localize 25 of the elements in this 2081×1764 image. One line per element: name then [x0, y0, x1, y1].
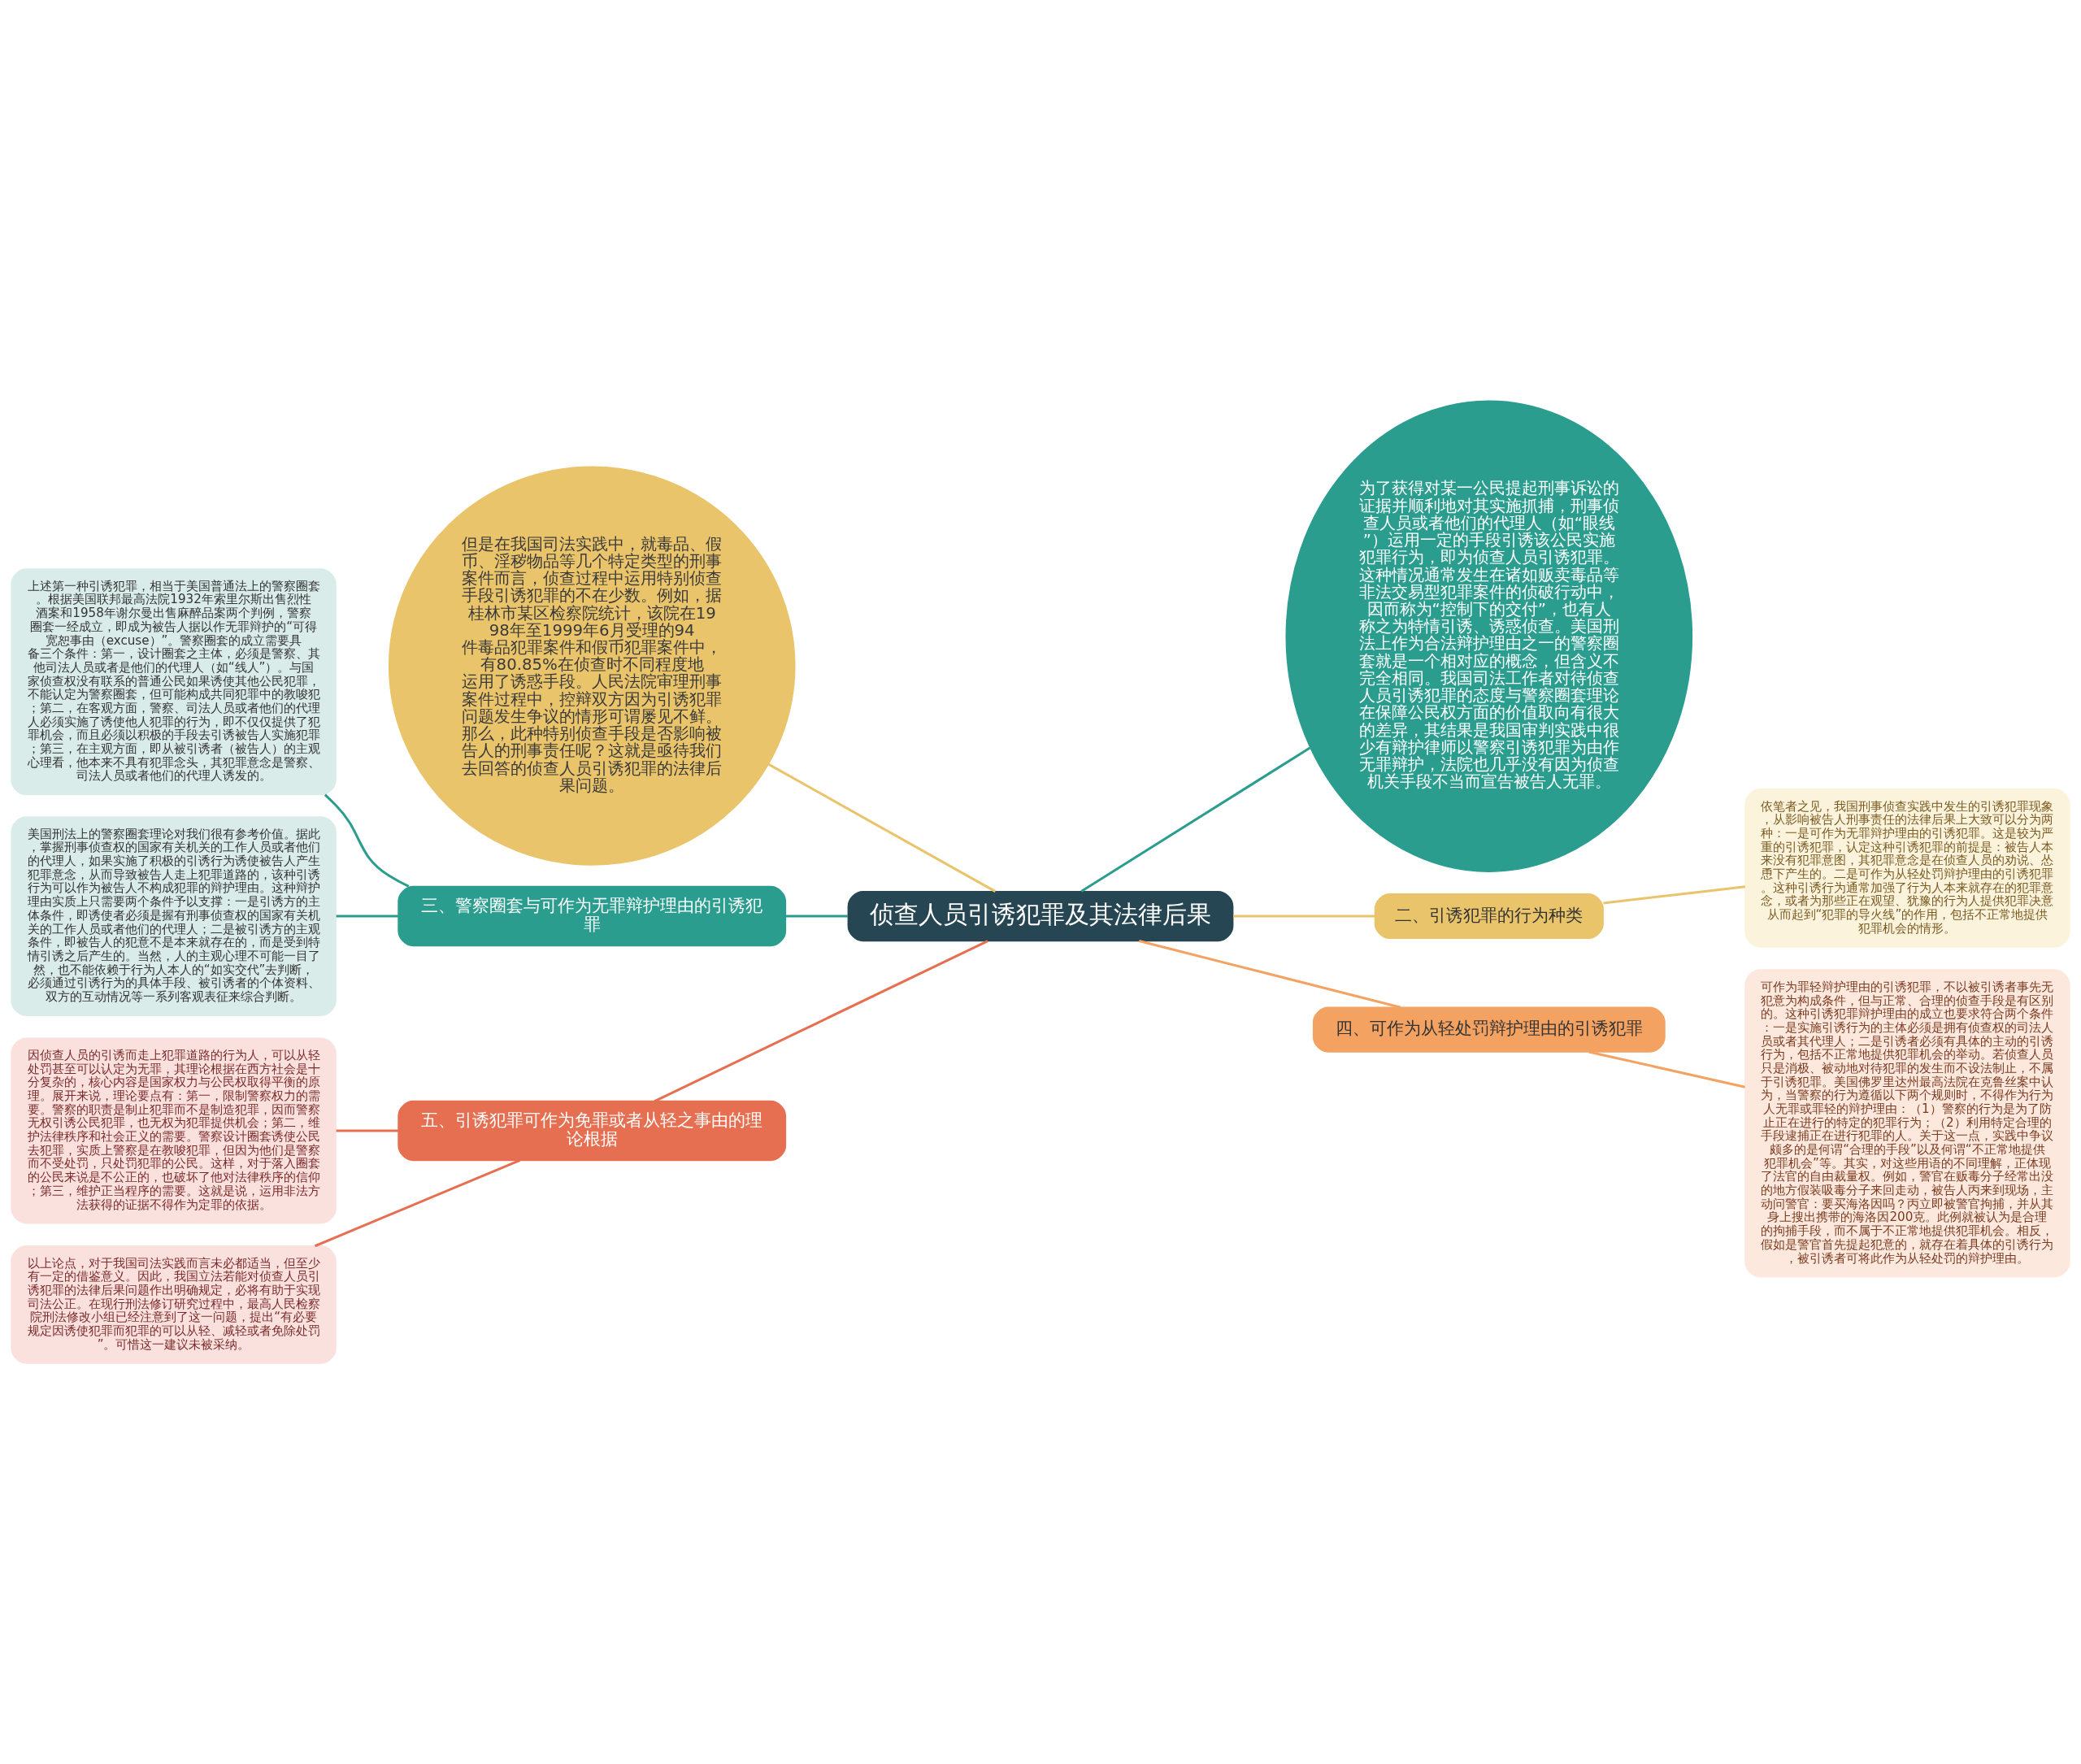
node-box: 四、可作为从轻处罚辩护理由的引诱犯罪: [1312, 1006, 1666, 1053]
node-box: 以上论点，对于我国司法实践而言未必都适当，但至少有一定的借鉴意义。因此，我国立法若能对侦查人员引诱犯罪的法律后果问题作出明确规定，必将有助于实现司法公正。在现行刑法修订研究过程中，最高人民检察院刑法修改小组已经注意到了这一问题，提出“有必要规定因诱使犯罪而犯罪的可以从轻、减轻或者免除处罚”。可惜这一建议未被采纳。: [11, 1245, 337, 1364]
node-box: 上述第一种引诱犯罪，相当于美国普通法上的警察圈套。根据美国联邦最高法院1932年索里尔斯出售烈性酒案和1958年谢尔曼出售麻醉品案两个判例，警察圈套一经成立，即成为被告人据以作无罪辩护的“可得宽恕事由（excuse）”。警察圈套的成立需要具备三个条件：第一，设计圈套之主体，必须是警察、其他司法人员或者是他们的代理人（如“线人”）。与国家侦查权没有联系的普通公民如果诱使其他公民犯罪，不能认定为警察圈套，但可能构成共同犯罪中的教唆犯；第二，在客观方面，警察、司法人员或者他们的代理人必须实施了诱使他人犯罪的行为，即不仅仅提供了犯罪机会，而且必须以积极的手段去引诱被告人实施犯罪；第三，在主观方面，即从被引诱者（被告人）的主观心理看，他本来不具有犯罪念头，其犯罪意念是警察、司法人员或者他们的代理人诱发的。: [11, 568, 337, 796]
connector: [1233, 915, 1375, 918]
node-box: 因侦查人员的引诱而走上犯罪道路的行为人，可以从轻处罚甚至可以认定为无罪，其理论根据在西方社会是十分复杂的，核心内容是国家权力与公民权取得平衡的原理。展开来说，理论要点有：第一，限制警察权力的需要。警察的职责是制止犯罪而不是制造犯罪，因而警察无权引诱公民犯罪，也无权为犯罪提供机会；第二，维护法律秩序和社会正义的需要。警察设计圈套诱使公民去犯罪，实质上警察是在教唆犯罪，但因为他们是警察而不受处罚，只处罚犯罪的公民。这样，对于落入圈套的公民来说是不公正的，也破坏了他对法律秩序的信仰；第三，维护正当程序的需要。这就是说，运用非法方法获得的证据不得作为定罪的依据。: [11, 1037, 337, 1224]
connector: [324, 793, 410, 888]
node-box: 五、引诱犯罪可作为免罪或者从轻之事由的理论根据: [398, 1100, 787, 1162]
connector: [785, 915, 848, 918]
node-box: 侦查人员引诱犯罪及其法律后果: [847, 890, 1234, 942]
connector: [1138, 940, 1401, 1009]
connector: [315, 1159, 521, 1248]
node-box: 三、警察圈套与可作为无罪辩护理由的引诱犯罪: [398, 885, 787, 947]
connector: [336, 915, 398, 918]
connector: [654, 940, 988, 1102]
connector: [1080, 746, 1311, 893]
connector: [336, 1129, 398, 1132]
node-box: 美国刑法上的警察圈套理论对我们很有参考价值。据此，掌握刑事侦查权的国家有关机关的工作人员或者他们的代理人，如果实施了积极的引诱行为诱使被告人产生犯罪意念，从而导致被告人走上犯罪道路的，该种引诱行为可以作为被告人不构成犯罪的辩护理由。这种辩护理由实质上只需要两个条件予以支撑：一是引诱方的主体条件，即诱使者必须是握有刑事侦查权的国家有关机关的工作人员或者他们的代理人；二是被引诱方的主观条件，即被告人的犯意不是本来就存在的，而是受到特情引诱之后产生的。当然，人的主观心理不可能一目了然，也不能依赖于行为人本人的“如实交代”去判断，必须通过引诱行为的具体手段、被引诱者的个体资料、双方的互动情况等一系列客观表征来综合判断。: [11, 816, 337, 1016]
connector: [1603, 885, 1745, 905]
connector: [1588, 1050, 1745, 1088]
connector: [767, 763, 997, 893]
node-box: 可作为罪轻辩护理由的引诱犯罪，不以被引诱者事先无犯意为构成条件，但与正常、合理的侦查手段是有区别的。这种引诱犯罪辩护理由的成立也要求符合两个条件：一是实施引诱行为的主体必须是拥有侦查权的司法人员或者其代理人；二是引诱者必须有具体的主动的引诱行为，包括不正常地提供犯罪机会的举动。若侦查人员只是消极、被动地对待犯罪的发生而不设法制止，不属于引诱犯罪。美国佛罗里达州最高法院在克鲁丝案中认为，当警察的行为遵循以下两个规则时，不得作为行为人无罪或罪轻的辩护理由：（1）警察的行为是为了防止正在进行的特定的犯罪行为；（2）利用特定合理的手段逮捕正在进行犯罪的人。关于这一点，实践中争议颇多的是何谓“合理的手段”以及何谓“不正常地提供犯罪机会”等。其实，对这些用语的不同理解，正体现了法官的自由裁量权。例如，警官在贩毒分子经常出没的地方假装吸毒分子来回走动，被告人丙来到现场，主动问警官：要买海洛因吗？丙立即被警官拘捕，并从其身上搜出携带的海洛因200克。此例就被认为是合理的拘捕手段，而不属于不正常地提供犯罪机会。相反，假如是警官首先提起犯意的，就存在着具体的引诱行为，被引诱者可将此作为从轻处罚的辩护理由。: [1744, 969, 2070, 1278]
node-ellipse: 为了获得对某一公民提起刑事诉讼的证据并顺利地对其实施抓捕，刑事侦查人员或者他们的代理人（如“眼线”）运用一定的手段引诱该公民实施犯罪行为，即为侦查人员引诱犯罪。这种情况通常发生在诸如贩卖毒品等非法交易型犯罪案件的侦破行动中，因而称为“控制下的交付”，也有人称之为特情引诱、诱惑侦查。美国刑法上作为合法辩护理由之一的警察圈套就是一个相对应的概念，但含义不完全相同。我国司法工作者对待侦查人员引诱犯罪的态度与警察圈套理论在保障公民权方面的价值取向有很大的差异，其结果是我国审判实践中很少有辩护律师以警察引诱犯罪为由作无罪辩护，法院也几乎没有因为侦查机关手段不当而宣告被告人无罪。: [1285, 400, 1693, 872]
node-box: 依笔者之见，我国刑事侦查实践中发生的引诱犯罪现象，从影响被告人刑事责任的法律后果上大致可以分为两种：一是可作为无罪辩护理由的引诱犯罪。这是较为严重的引诱犯罪，认定这种引诱犯罪的前提是：被告人本来没有犯罪意图，其犯罪意念是在侦查人员的劝说、怂恿下产生的。二是可作为从轻处罚辩护理由的引诱犯罪。这种引诱行为通常加强了行为人本来就存在的犯罪意念，或者为那些正在观望、犹豫的行为人提供犯罪决意从而起到“犯罪的导火线”的作用，包括不正常地提供犯罪机会的情形。: [1744, 789, 2070, 948]
node-circle: 但是在我国司法实践中，就毒品、假币、淫秽物品等几个特定类型的刑事案件而言，侦查过程中运用特别侦查手段引诱犯罪的不在少数。例如，据桂林市某区检察院统计，该院在1998年至1999年6月受理的94件毒品犯罪案件和假币犯罪案件中，有80.85%在侦查时不同程度地运用了诱惑手段。人民法院审理刑事案件过程中，控辩双方因为引诱犯罪问题发生争议的情形可谓屡见不鲜。那么，此种特别侦查手段是否影响被告人的刑事责任呢？这就是亟待我们去回答的侦查人员引诱犯罪的法律后果问题。: [388, 466, 796, 866]
node-box: 二、引诱犯罪的行为种类: [1374, 893, 1604, 940]
